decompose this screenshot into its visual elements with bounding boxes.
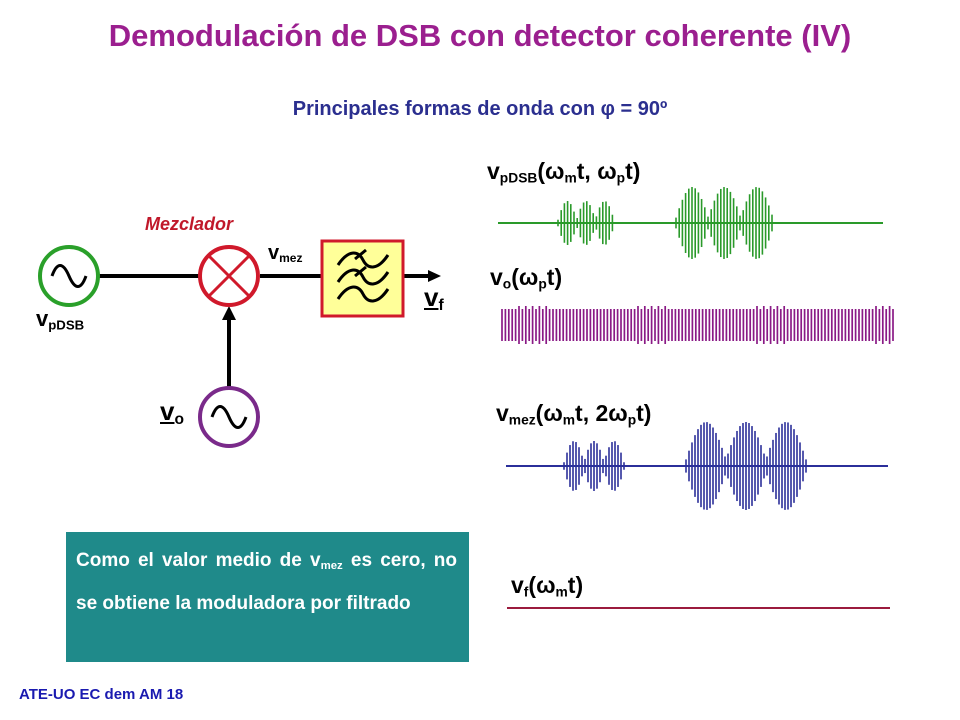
subtitle-after: = 90º — [614, 98, 668, 120]
w3-om1sub: m — [562, 412, 576, 428]
subtitle-before: Principales formas de onda con — [292, 98, 601, 120]
mixer-label: Mezclador — [145, 214, 234, 234]
footer-label: ATE-UO EC dem AM 18 — [19, 686, 184, 703]
w3-om2: ω — [608, 400, 628, 426]
label-vmez-main: v — [268, 242, 280, 264]
oscillator-arrow-icon — [222, 306, 236, 320]
w3-open: ( — [535, 400, 544, 426]
label-vpdsb-main: v — [36, 306, 49, 331]
label-vf-main: v — [424, 282, 439, 312]
w4-om1: ω — [536, 572, 556, 598]
w1-v: v — [487, 158, 500, 184]
label-vmez: vmez — [268, 242, 302, 265]
wave-label-vpdsb: vpDSB(ωmt, ωpt) — [487, 158, 640, 185]
w1-mid: t, — [576, 158, 598, 184]
w1-om2sub: p — [616, 170, 626, 186]
w2-om1: ω — [518, 264, 539, 290]
filter-wave-icon — [336, 251, 390, 269]
w3-mid: t, 2 — [575, 400, 609, 426]
w4-close: t) — [567, 572, 584, 598]
label-vf-sub: f — [438, 296, 444, 314]
w1-sub: pDSB — [499, 170, 538, 186]
label-vpdsb-sub: pDSB — [48, 317, 85, 333]
w3-om1: ω — [543, 400, 563, 426]
w2-close: t) — [546, 264, 563, 290]
label-vf: vf — [424, 282, 444, 315]
filter-slash-icon — [354, 265, 367, 278]
label-vpdsb: vpDSB — [36, 306, 84, 332]
mixer-cross-icon — [207, 254, 251, 298]
w1-open: ( — [537, 158, 546, 184]
label-vo-main: v — [160, 396, 175, 426]
note-sub: mez — [320, 559, 343, 572]
subtitle: Principales formas de onda con φ = 90º — [0, 98, 960, 121]
label-vmez-sub: mez — [279, 251, 303, 265]
note-part1: Como el valor medio de v — [76, 550, 321, 571]
page-title: Demodulación de DSB con detector coheren… — [108, 18, 852, 53]
w3-v: v — [496, 400, 509, 426]
wave-label-vo: vo(ωpt) — [490, 264, 562, 291]
w2-v: v — [490, 264, 503, 290]
wave-label-vmez: vmez(ωmt, 2ωpt) — [496, 400, 651, 427]
output-arrow-icon — [428, 270, 441, 282]
w1-close: t) — [625, 158, 641, 184]
subtitle-phi: φ — [600, 98, 615, 120]
waveform-vmez — [506, 422, 888, 510]
w1-om2: ω — [597, 158, 617, 184]
filter-wave-icon — [336, 268, 390, 286]
waveform-vpdsb — [498, 187, 883, 259]
w1-om1: ω — [545, 158, 565, 184]
w2-sub: o — [502, 276, 512, 292]
w4-v: v — [511, 572, 524, 598]
wave-label-vf: vf(ωmt) — [511, 572, 583, 599]
sine-icon — [210, 405, 248, 429]
w3-sub: mez — [508, 412, 536, 428]
filter-slash-icon — [354, 248, 367, 261]
w2-om1sub: p — [538, 276, 547, 292]
w4-open: ( — [528, 572, 537, 598]
explanation-note: Como el valor medio de vmez es cero, no … — [66, 532, 469, 662]
w2-open: ( — [511, 264, 519, 290]
w4-om1sub: m — [555, 584, 568, 600]
waveform-vo — [501, 306, 894, 344]
w1-om1sub: m — [564, 170, 577, 186]
w4-sub: f — [523, 584, 529, 600]
w3-close: t) — [636, 400, 652, 426]
label-vo-sub: o — [174, 410, 184, 428]
sine-icon — [50, 264, 88, 288]
w3-om2sub: p — [627, 412, 637, 428]
note-part2: es cero, no se obtiene la moduladora por… — [76, 550, 457, 614]
label-vo: vo — [160, 396, 184, 429]
filter-wave-icon — [336, 285, 390, 303]
